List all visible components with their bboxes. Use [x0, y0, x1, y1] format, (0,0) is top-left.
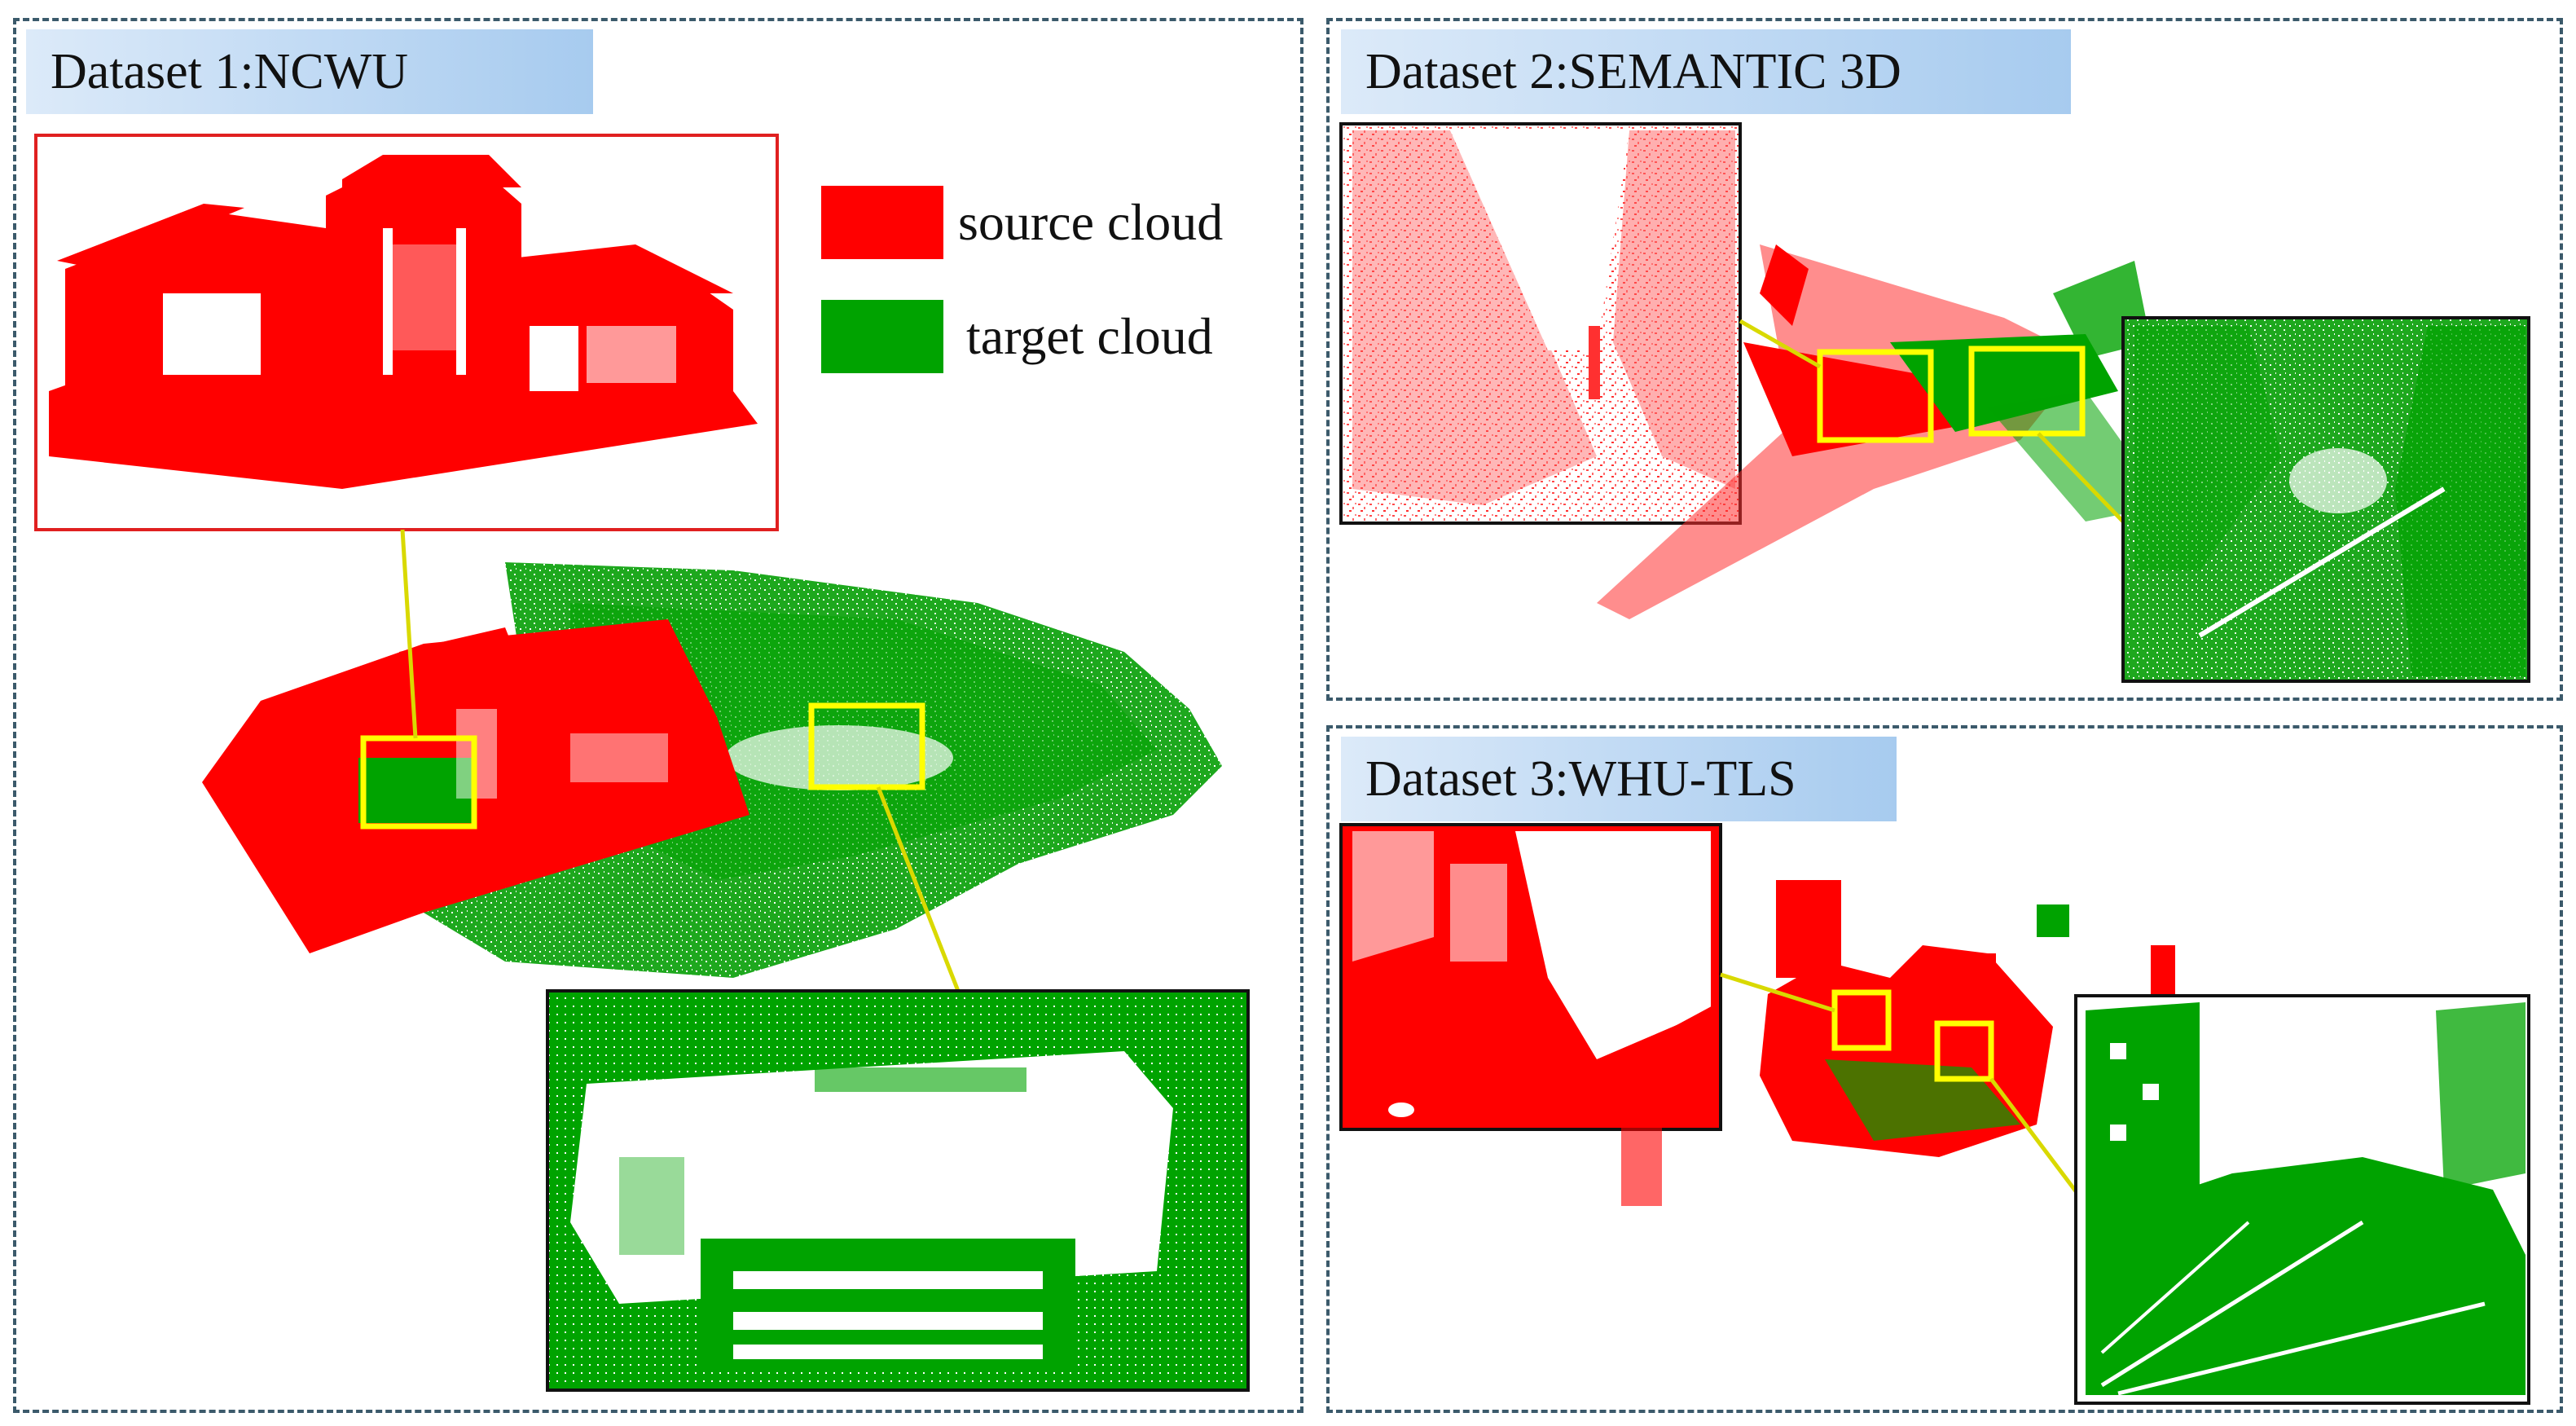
- ncwu-highlight-box-2: [808, 702, 925, 790]
- semantic3d-highlight-box-1: [1817, 349, 1934, 443]
- panel-3-title: Dataset 3:WHU-TLS: [1341, 737, 1897, 821]
- semantic3d-cloud: [1597, 244, 2167, 619]
- semantic3d-target-inset: [2121, 316, 2530, 683]
- legend-target-label: target cloud: [966, 307, 1213, 365]
- panel-2-title: Dataset 2:SEMANTIC 3D: [1341, 29, 2071, 114]
- semantic3d-highlight-box-2: [1968, 345, 2086, 437]
- legend-target-swatch: [821, 300, 943, 373]
- panel-dataset-2: [1326, 18, 2563, 701]
- whutls-cloud: [1621, 880, 2175, 1206]
- ncwu-source-inset: [34, 134, 779, 531]
- legend-source-label: source cloud: [958, 193, 1224, 251]
- whutls-source-inset: [1339, 823, 1722, 1131]
- panel-1-title: Dataset 1:NCWU: [26, 29, 593, 114]
- legend-source-swatch: [821, 186, 943, 259]
- whutls-highlight-box-1: [1831, 989, 1892, 1051]
- ncwu-target-inset: [546, 989, 1250, 1392]
- panel-dataset-3: [1326, 725, 2563, 1413]
- panel-dataset-1: [13, 18, 1303, 1413]
- semantic3d-source-inset: [1339, 122, 1742, 525]
- ncwu-highlight-box-1: [360, 735, 477, 830]
- whutls-target-inset: [2074, 994, 2530, 1405]
- whutls-highlight-box-2: [1934, 1020, 1994, 1082]
